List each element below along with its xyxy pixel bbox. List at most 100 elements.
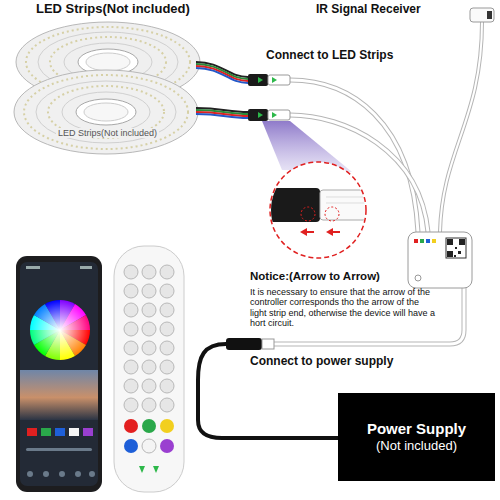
remote-control xyxy=(160,419,174,433)
controller xyxy=(408,232,472,288)
remote-control xyxy=(124,265,138,279)
phone-app xyxy=(26,266,40,269)
zoom-callout xyxy=(262,162,370,258)
phone-app xyxy=(69,428,79,436)
phone-app xyxy=(27,428,37,436)
remote-control xyxy=(142,439,156,453)
led-reel xyxy=(84,103,128,121)
controller xyxy=(447,251,453,257)
box-note: (Not included) xyxy=(376,438,457,454)
phone-app xyxy=(89,471,95,477)
remote-control xyxy=(124,419,138,433)
controller-cable xyxy=(440,22,482,232)
instruction-label: Connect to LED Strips xyxy=(266,49,393,63)
dc-plug xyxy=(198,338,338,438)
controller xyxy=(415,275,421,281)
led-reel xyxy=(62,92,150,132)
controller xyxy=(454,255,456,257)
phone-app xyxy=(16,256,102,492)
zoom-callout xyxy=(301,207,315,221)
zoom-callout xyxy=(262,188,370,236)
zoom-callout xyxy=(326,197,366,198)
ir-receiver xyxy=(470,8,494,22)
strip-connector xyxy=(272,112,277,118)
controller xyxy=(432,239,436,243)
remote-control xyxy=(160,379,174,393)
remote-control xyxy=(142,419,156,433)
remote-control xyxy=(160,303,174,317)
phone-app xyxy=(83,428,93,436)
remote-control xyxy=(124,360,138,374)
strip-connector xyxy=(248,109,268,121)
dc-plug xyxy=(226,338,262,350)
led-reel xyxy=(76,99,136,125)
remote-control xyxy=(142,341,156,355)
remote-control xyxy=(160,439,174,453)
remote-control xyxy=(142,398,156,412)
remote-control xyxy=(124,341,138,355)
strip-connector xyxy=(268,110,290,120)
led-reel xyxy=(24,75,188,149)
rgb-ribbon-wire xyxy=(196,114,248,118)
led-reel xyxy=(48,86,164,138)
controller xyxy=(414,239,418,243)
remote-control xyxy=(160,360,174,374)
controller xyxy=(426,239,430,243)
led-reel xyxy=(36,81,176,143)
strip-connector xyxy=(268,75,290,85)
notice-text: It is necessary to ensure that the arrow… xyxy=(250,287,438,328)
phone-app xyxy=(80,266,92,269)
phone-app xyxy=(30,300,90,360)
zoom-callout xyxy=(326,203,366,204)
controller xyxy=(459,239,465,245)
led-reel xyxy=(14,70,198,154)
controller xyxy=(458,251,461,254)
remote-control xyxy=(142,284,156,298)
remote-control xyxy=(114,246,184,492)
rgb-ribbon-wire xyxy=(196,68,248,83)
remote-control xyxy=(124,379,138,393)
zoom-callout xyxy=(326,228,333,236)
ir-receiver xyxy=(470,8,494,22)
phone-app xyxy=(26,448,92,451)
ir-receiver xyxy=(487,11,492,19)
strip-connector xyxy=(258,112,263,118)
remote-control xyxy=(124,284,138,298)
zoom-callout xyxy=(320,190,370,220)
controller xyxy=(408,232,472,288)
controller-cable xyxy=(440,22,482,232)
remote-control xyxy=(142,265,156,279)
remote-control xyxy=(160,284,174,298)
product-label: LED Strips(Not included) xyxy=(36,2,190,17)
remote-control xyxy=(124,322,138,336)
remote-control xyxy=(124,439,138,453)
remote-control xyxy=(142,379,156,393)
rgb-ribbon-wire xyxy=(196,62,248,118)
notice-heading: Notice:(Arrow to Arrow) xyxy=(250,270,380,283)
strip-connector xyxy=(272,77,277,83)
controller xyxy=(446,238,466,258)
zoom-callout xyxy=(325,207,339,221)
phone-app xyxy=(27,471,33,477)
remote-control xyxy=(142,303,156,317)
remote-control xyxy=(160,341,174,355)
remote-control xyxy=(124,398,138,412)
phone-app xyxy=(55,428,65,436)
phone-app xyxy=(16,256,102,492)
led-reel xyxy=(14,70,198,154)
strip-connector xyxy=(248,74,290,121)
part-label: IR Signal Receiver xyxy=(316,3,421,17)
remote-control xyxy=(124,265,174,412)
controller xyxy=(420,239,424,243)
power-supply-box: Power Supply(Not included) xyxy=(338,393,495,481)
zoom-callout xyxy=(300,228,307,236)
phone-app xyxy=(41,428,51,436)
controller xyxy=(455,247,457,249)
phone-app xyxy=(20,370,98,420)
zoom-callout xyxy=(270,162,366,258)
remote-control xyxy=(142,322,156,336)
remote-control xyxy=(160,322,174,336)
zoom-callout xyxy=(332,231,340,233)
remote-control xyxy=(124,303,138,317)
strip-connector xyxy=(258,77,263,83)
